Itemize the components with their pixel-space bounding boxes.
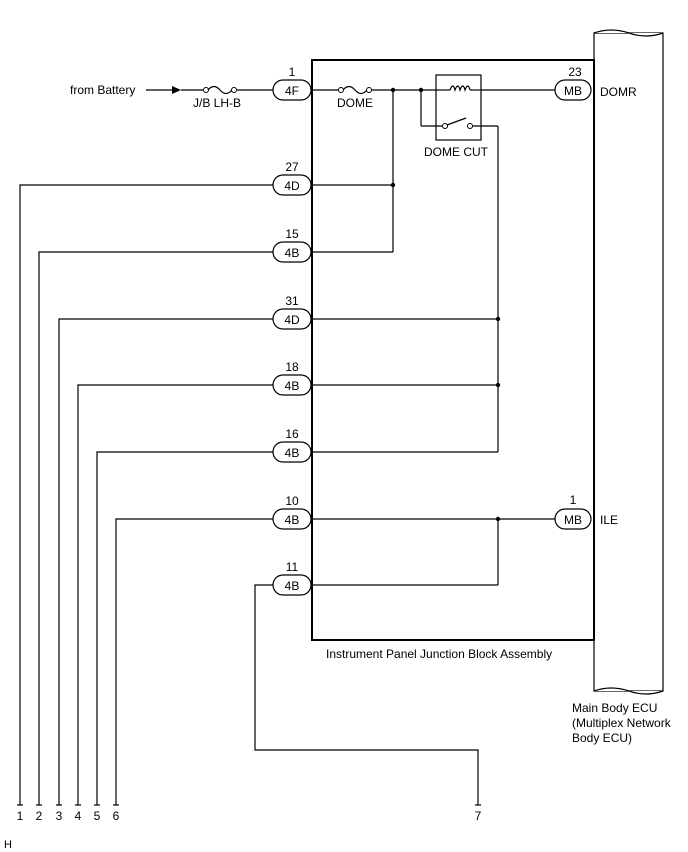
ecu-label-line3: Body ECU) — [572, 731, 632, 745]
svg-text:MB: MB — [564, 84, 582, 98]
dome-label: DOME — [337, 96, 373, 110]
ecu-connector-mb-1 — [554, 508, 592, 530]
svg-text:18: 18 — [285, 360, 299, 374]
svg-text:4F: 4F — [285, 84, 299, 98]
ecu-label-line1: Main Body ECU — [572, 701, 657, 715]
svg-text:4B: 4B — [285, 446, 300, 460]
ipjb-connector-4b-16: 4B 16 — [272, 427, 312, 463]
ecu-connector-mb-23 — [554, 79, 592, 101]
relay-switch-icon — [446, 117, 467, 126]
svg-text:4D: 4D — [284, 179, 300, 193]
ipjb-connector-4b-11: 4B 11 — [272, 560, 312, 596]
svg-text:4B: 4B — [285, 579, 300, 593]
from-battery-label: from Battery — [70, 83, 135, 97]
corner-mark: H — [4, 839, 12, 851]
terminal-3: 3 — [56, 809, 63, 823]
relay-switch-terminal-left — [442, 123, 448, 129]
svg-text:16: 16 — [285, 427, 299, 441]
terminal-7: 7 — [475, 809, 482, 823]
wire-1 — [19, 184, 273, 805]
svg-text:27: 27 — [285, 160, 299, 174]
svg-text:31: 31 — [285, 294, 299, 308]
svg-text:4B: 4B — [285, 246, 300, 260]
svg-text:11: 11 — [286, 560, 299, 574]
wire-2 — [38, 251, 273, 805]
ipjb-connector-4d-31: 4D 31 — [272, 294, 312, 330]
jb-fuse-left-terminal — [203, 87, 209, 93]
wire-6 — [115, 518, 273, 805]
ecu-connector-mb-1-pin: 1 — [570, 493, 577, 507]
ipjb-connector-4d-27: 4D 27 — [272, 160, 312, 196]
svg-text:MB: MB — [564, 513, 582, 527]
ipjb-connector-4b-18: 4B 18 — [272, 360, 312, 396]
svg-text:10: 10 — [285, 494, 299, 508]
svg-text:4B: 4B — [285, 379, 300, 393]
ile-label: ILE — [600, 513, 618, 527]
ecu-label-line2: (Multiplex Network — [572, 716, 672, 730]
jb-lh-b-fuse-icon — [207, 85, 233, 95]
ecu-connector-mb-23-pin: 23 — [568, 65, 582, 79]
wire-4 — [77, 384, 273, 805]
svg-text:4B: 4B — [285, 513, 300, 527]
ipjb-connector-4b-15: 4B 15 — [272, 227, 312, 263]
main-body-ecu-box — [593, 32, 664, 692]
terminal-4: 4 — [75, 809, 82, 823]
dome-cut-label: DOME CUT — [424, 145, 489, 159]
dome-fuse-icon — [342, 85, 368, 95]
ipjb-box — [311, 59, 595, 641]
terminal-2: 2 — [36, 809, 43, 823]
battery-arrow-head — [172, 86, 181, 94]
terminal-5: 5 — [94, 809, 101, 823]
relay-coil-icon — [449, 85, 471, 93]
ecu-break-top — [593, 29, 664, 37]
svg-text:4D: 4D — [284, 313, 300, 327]
dome-cut-relay-box — [435, 74, 482, 141]
wire-3 — [58, 318, 273, 805]
svg-text:15: 15 — [285, 227, 299, 241]
terminal-6: 6 — [113, 809, 120, 823]
terminal-1: 1 — [17, 809, 24, 823]
relay-switch-terminal-right — [467, 123, 473, 129]
ipjb-connector-4b-10: 4B 10 — [272, 494, 312, 530]
domr-label: DOMR — [600, 85, 637, 99]
ecu-break-bottom — [593, 687, 664, 695]
ipjb-connector-4f-1: 4F 1 — [272, 65, 312, 101]
ipjb-label: Instrument Panel Junction Block Assembly — [326, 647, 552, 661]
svg-text:1: 1 — [289, 65, 296, 79]
wire-7 — [254, 584, 479, 805]
jb-lh-b-label: J/B LH-B — [193, 96, 241, 110]
wire-5 — [96, 451, 273, 805]
